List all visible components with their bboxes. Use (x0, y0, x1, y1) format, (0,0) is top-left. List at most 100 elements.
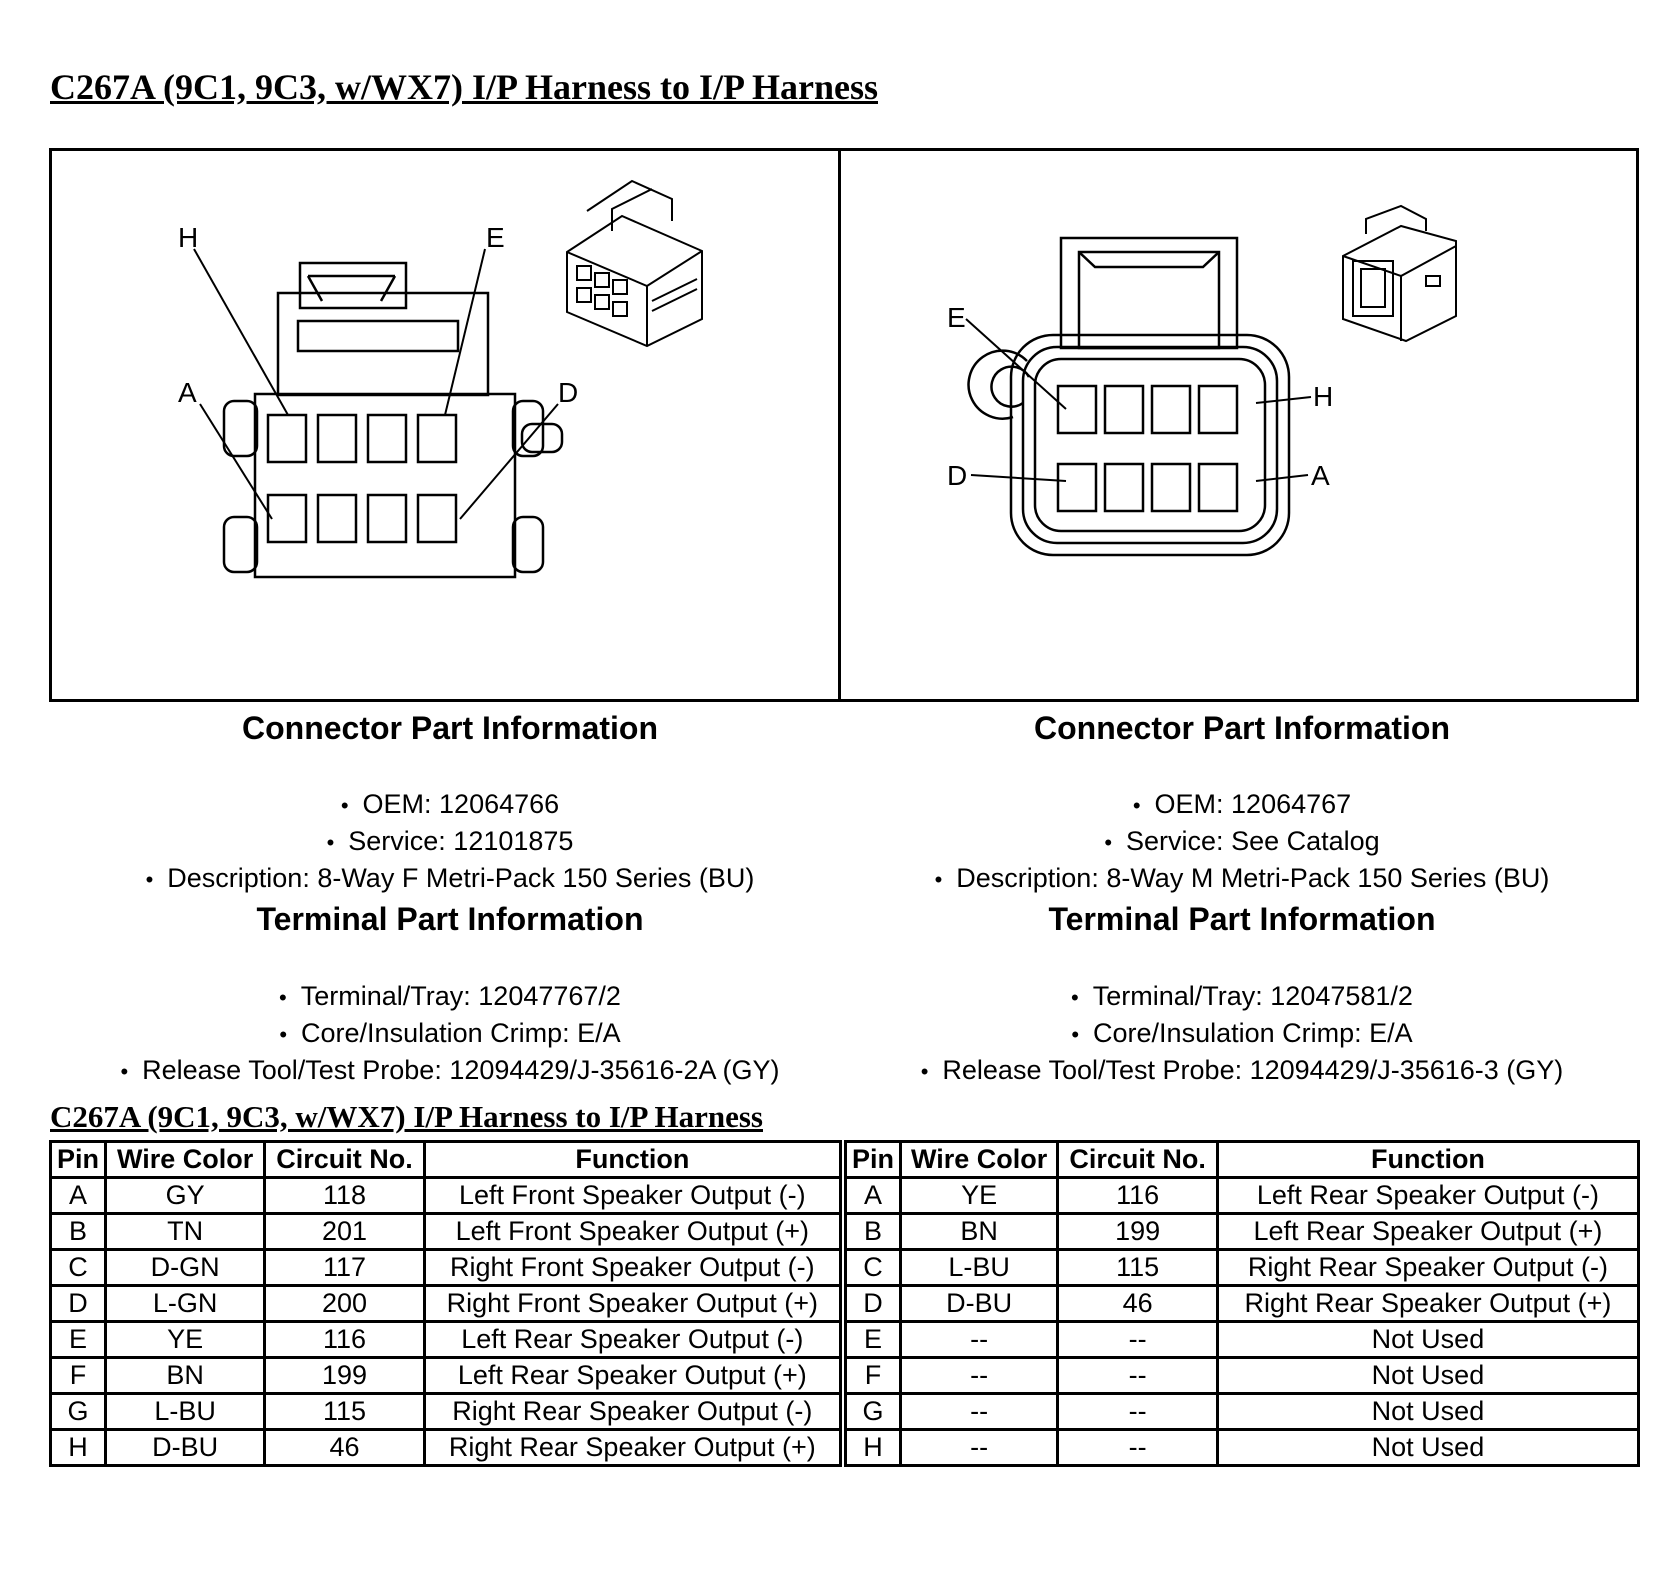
pin-label-E: E (947, 302, 966, 333)
pin-cell: E (49, 1320, 107, 1359)
header-circuit-no: Circuit No. (263, 1140, 426, 1179)
circuit-no-cell: -- (1056, 1356, 1219, 1395)
header-pin: Pin (844, 1140, 902, 1179)
pin-label-E: E (486, 222, 505, 253)
circuit-no-cell: -- (1056, 1428, 1219, 1467)
connector-description: Description: 8-Way F Metri-Pack 150 Seri… (50, 860, 850, 897)
circuit-no-cell: 46 (263, 1428, 426, 1467)
connector-part-list: OEM: 12064766 Service: 12101875 Descript… (50, 786, 850, 897)
pin-cell: H (844, 1428, 902, 1467)
pin-cell: G (49, 1392, 107, 1431)
pin-cell: E (844, 1320, 902, 1359)
function-cell: Not Used (1215, 1392, 1641, 1431)
function-cell: Not Used (1215, 1356, 1641, 1395)
pin-cell: F (49, 1356, 107, 1395)
wire-color-cell: YE (898, 1176, 1060, 1215)
circuit-no-cell: 116 (263, 1320, 426, 1359)
circuit-no-cell: 46 (1056, 1284, 1219, 1323)
terminal-part-list: Terminal/Tray: 12047767/2 Core/Insulatio… (50, 978, 850, 1089)
header-pin: Pin (49, 1140, 107, 1179)
female-part-information: Connector Part Information OEM: 12064766… (50, 710, 850, 1089)
connector-diagram-frame (49, 148, 1639, 702)
pin-cell: A (49, 1176, 107, 1215)
wire-color-cell: -- (898, 1356, 1060, 1395)
pin-cell: A (844, 1176, 902, 1215)
male-connector-isometric-icon (1342, 204, 1457, 343)
function-cell: Left Front Speaker Output (-) (422, 1176, 843, 1215)
function-cell: Left Rear Speaker Output (-) (1215, 1176, 1641, 1215)
connector-description: Description: 8-Way M Metri-Pack 150 Seri… (842, 860, 1642, 897)
function-cell: Right Front Speaker Output (+) (422, 1284, 843, 1323)
release-tool-test-probe: Release Tool/Test Probe: 12094429/J-3561… (842, 1052, 1642, 1089)
wire-color-cell: TN (103, 1212, 267, 1251)
pin-label-H: H (1313, 381, 1333, 412)
wire-color-cell: -- (898, 1320, 1060, 1359)
pin-label-D: D (558, 377, 578, 408)
table-row: G----Not Used (844, 1392, 1641, 1431)
header-function: Function (1215, 1140, 1641, 1179)
circuit-no-cell: 117 (263, 1248, 426, 1287)
female-pin-leader-lines (193, 248, 559, 520)
function-cell: Right Rear Speaker Output (+) (422, 1428, 843, 1467)
pin-cell: C (844, 1248, 902, 1287)
function-cell: Left Rear Speaker Output (+) (1215, 1212, 1641, 1251)
female-connector-face (222, 261, 564, 579)
function-cell: Not Used (1215, 1428, 1641, 1467)
pin-label-A: A (1311, 460, 1330, 491)
core-insulation-crimp: Core/Insulation Crimp: E/A (50, 1015, 850, 1052)
pin-cell: D (49, 1284, 107, 1323)
page-title: C267A (9C1, 9C3, w/WX7) I/P Harness to I… (50, 67, 878, 107)
service-number: Service: 12101875 (50, 823, 850, 860)
circuit-no-cell: -- (1056, 1320, 1219, 1359)
wire-color-cell: GY (103, 1176, 267, 1215)
wire-color-cell: -- (898, 1392, 1060, 1431)
female-connector-diagram: H E A D (178, 179, 703, 579)
connector-part-info-heading: Connector Part Information (241, 710, 658, 746)
terminal-part-info-heading: Terminal Part Information (256, 901, 644, 937)
function-cell: Right Front Speaker Output (-) (422, 1248, 843, 1287)
wire-color-cell: -- (898, 1428, 1060, 1467)
connector-part-list: OEM: 12064767 Service: See Catalog Descr… (842, 786, 1642, 897)
terminal-tray: Terminal/Tray: 12047767/2 (50, 978, 850, 1015)
circuit-no-cell: 115 (263, 1392, 426, 1431)
oem-number: OEM: 12064767 (842, 786, 1642, 823)
pin-label-H: H (178, 222, 198, 253)
male-connector-face (967, 236, 1291, 557)
header-wire-color: Wire Color (103, 1140, 267, 1179)
header-circuit-no: Circuit No. (1056, 1140, 1219, 1179)
header-function: Function (422, 1140, 843, 1179)
pin-cell: B (49, 1212, 107, 1251)
function-cell: Not Used (1215, 1320, 1641, 1359)
function-cell: Right Rear Speaker Output (-) (422, 1392, 843, 1431)
female-connector-isometric-icon (566, 179, 703, 348)
table-title: C267A (9C1, 9C3, w/WX7) I/P Harness to I… (50, 1099, 763, 1134)
pin-cell: B (844, 1212, 902, 1251)
circuit-no-cell: 116 (1056, 1176, 1219, 1215)
pin-cell: H (49, 1428, 107, 1467)
diagram-divider (838, 148, 841, 702)
terminal-tray: Terminal/Tray: 12047581/2 (842, 978, 1642, 1015)
header-wire-color: Wire Color (898, 1140, 1060, 1179)
connector-part-info-heading: Connector Part Information (1033, 710, 1450, 746)
table-row: H----Not Used (844, 1428, 1641, 1467)
wire-color-cell: L-BU (103, 1392, 267, 1431)
circuit-no-cell: -- (1056, 1392, 1219, 1431)
table-header-row: Pin Wire Color Circuit No. Function (49, 1140, 843, 1179)
circuit-no-cell: 199 (263, 1356, 426, 1395)
release-tool-test-probe: Release Tool/Test Probe: 12094429/J-3561… (50, 1052, 850, 1089)
function-cell: Right Rear Speaker Output (-) (1215, 1248, 1641, 1287)
pin-cell: C (49, 1248, 107, 1287)
pin-label-A: A (178, 377, 197, 408)
pin-cell: D (844, 1284, 902, 1323)
